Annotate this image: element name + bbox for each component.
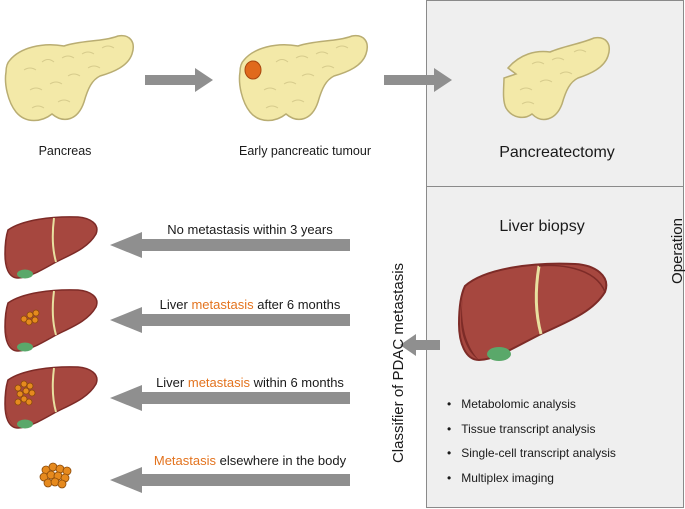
outcome-text: Metastasis elsewhere in the body	[153, 453, 347, 468]
outcome-arrow	[110, 385, 350, 411]
outcome-arrow	[110, 307, 350, 333]
pancreatectomy-label: Pancreatectomy	[499, 144, 615, 161]
outcome-text: Liver metastasis after 6 months	[159, 297, 341, 312]
tumour-icon	[244, 60, 262, 80]
panel-divider	[426, 186, 684, 187]
pancreas-icon	[4, 34, 134, 122]
outcome-arrow	[110, 467, 350, 493]
liver-biopsy-icon	[457, 262, 608, 362]
gallbladder-icon	[487, 347, 511, 361]
analysis-list: Metabolomic analysis Tissue transcript a…	[447, 392, 616, 490]
analysis-item: Multiplex imaging	[447, 466, 616, 491]
outcome-text: Liver metastasis within 6 months	[156, 375, 344, 390]
liver-metastasis-icon	[4, 366, 98, 429]
arrow-right-1	[145, 68, 213, 92]
metastasis-cluster-icon	[39, 462, 72, 489]
liver-metastasis-icon	[4, 289, 98, 352]
liver-icon	[4, 216, 98, 279]
outcome-text: No metastasis within 3 years	[167, 222, 333, 237]
liver-biopsy-label: Liver biopsy	[499, 218, 585, 235]
arrow-left-biopsy	[400, 334, 440, 356]
operation-label: Operation	[669, 218, 685, 284]
classifier-label: Classifier of PDAC metastasis	[390, 262, 407, 464]
analysis-item: Metabolomic analysis	[447, 392, 616, 417]
pancreas-label: Pancreas	[38, 144, 92, 158]
pancreas-tumour-icon	[238, 34, 368, 122]
analysis-item: Single-cell transcript analysis	[447, 441, 616, 466]
outcome-arrow	[110, 232, 350, 258]
analysis-item: Tissue transcript analysis	[447, 417, 616, 442]
tumour-label: Early pancreatic tumour	[238, 144, 371, 158]
arrow-right-2	[384, 68, 452, 92]
pancreas-resected-icon	[502, 36, 610, 121]
